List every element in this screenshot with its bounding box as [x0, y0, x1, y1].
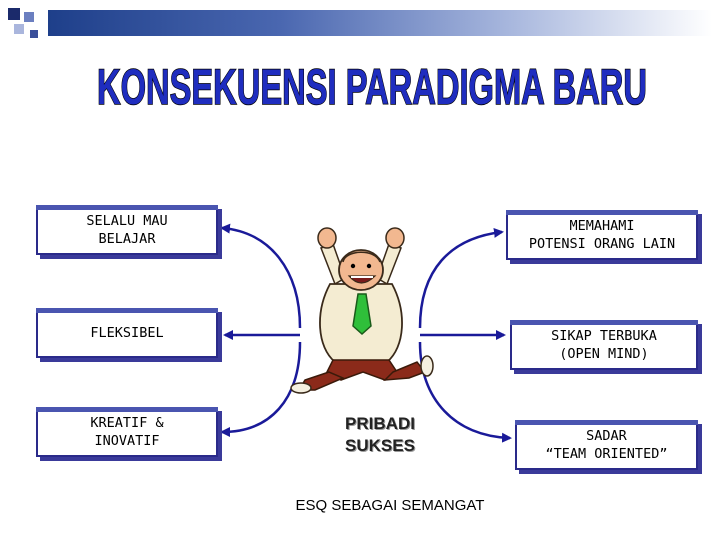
header-bar	[48, 10, 712, 36]
box-kreatif-inovatif: KREATIF & INOVATIF	[36, 407, 218, 457]
box-sikap-terbuka: SIKAP TERBUKA (OPEN MIND)	[510, 320, 698, 370]
title-text: KONSEKUENSI PARADIGMA BARU	[97, 59, 647, 115]
corner-square-4	[30, 30, 38, 38]
arrow-to-belajar	[220, 223, 302, 329]
box-memahami-potensi: MEMAHAMI POTENSI ORANG LAIN	[506, 210, 698, 260]
pribadi-sukses-label: PRIBADI SUKSES	[345, 414, 415, 456]
corner-square-3	[14, 24, 24, 34]
cheering-man-illustration	[290, 227, 434, 394]
arrow-to-kreatif	[220, 341, 302, 437]
footer-caption: ESQ SEBAGAI SEMANGAT	[295, 497, 485, 514]
box-selalu-mau-belajar: SELALU MAU BELAJAR	[36, 205, 218, 255]
box-sadar-team: SADAR “TEAM ORIENTED”	[515, 420, 698, 470]
corner-square-1	[8, 8, 20, 20]
corner-square-2	[24, 12, 34, 22]
box-fleksibel: FLEKSIBEL	[36, 308, 218, 358]
arrow-to-memahami	[418, 227, 504, 329]
slide-title: KONSEKUENSI PARADIGMA BARU	[96, 58, 648, 116]
